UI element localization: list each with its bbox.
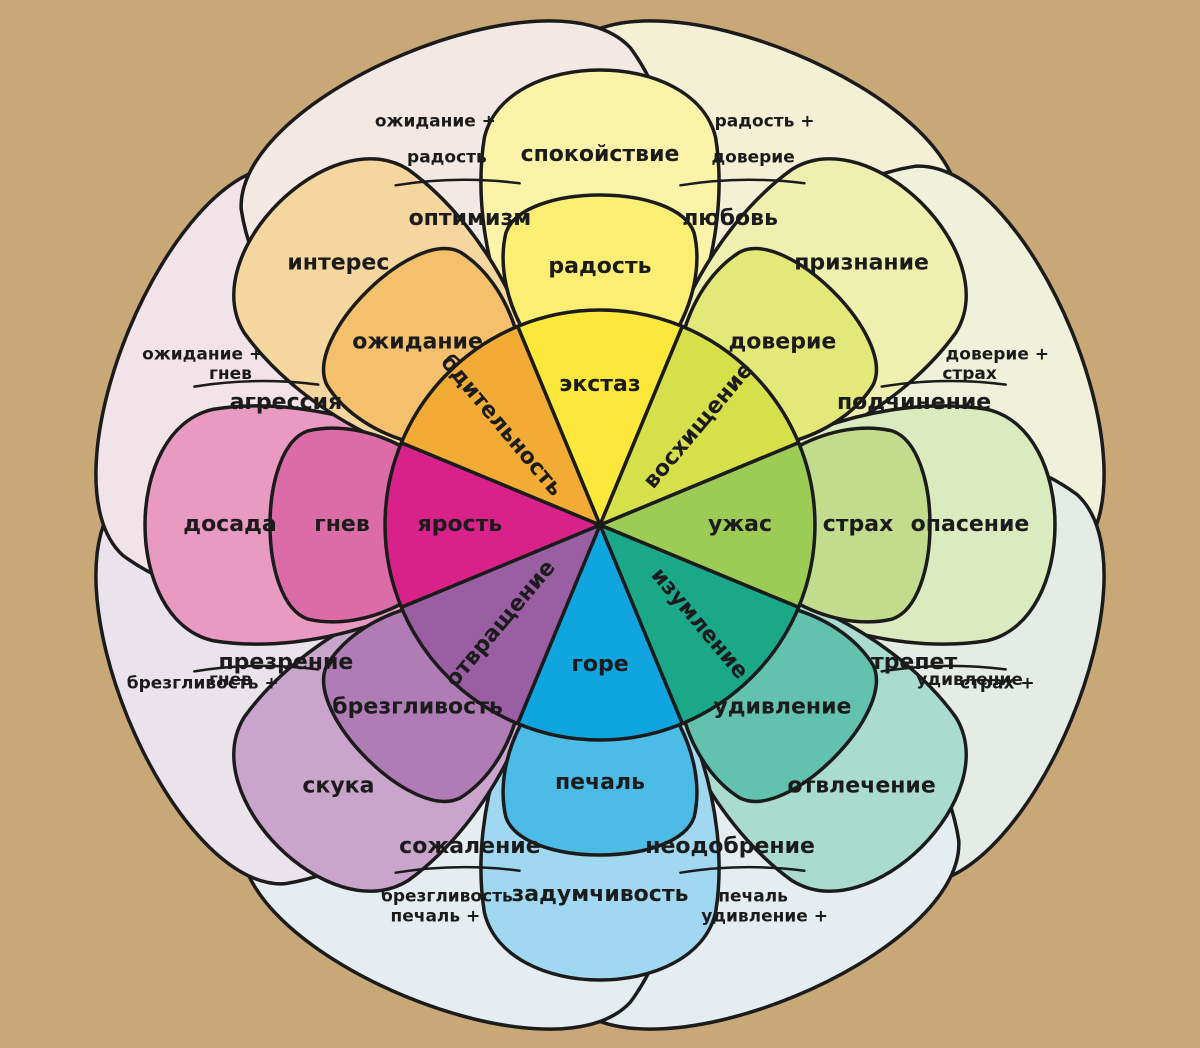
outer-label-acceptance: признание xyxy=(794,250,929,275)
dyad-divider-aggression xyxy=(193,379,320,388)
core-sector-grief xyxy=(515,523,685,742)
outer-label-serenity: спокойствие xyxy=(521,142,680,167)
dyad-formula-1-love: радость + xyxy=(715,112,815,132)
outer-label-apprehension: опасение xyxy=(911,512,1030,537)
core-layer xyxy=(383,308,817,742)
middle-label-surprise: удивление xyxy=(713,694,851,719)
dyad-divider-disapproval xyxy=(679,865,806,874)
core-sector-ecstasy xyxy=(515,308,685,527)
core-sector-vigilance xyxy=(399,324,602,527)
dyad-result-awe: трепет xyxy=(871,650,958,675)
core-sector-terror xyxy=(598,440,817,610)
dyad-result-remorse: сожаление xyxy=(399,834,540,859)
core-sector-rage xyxy=(383,440,602,610)
core-label-rage: ярость xyxy=(418,512,503,537)
middle-label-joy: радость xyxy=(548,254,651,279)
dyad-divider-awe xyxy=(880,664,1007,673)
dyad-formula-1-awe: страх + xyxy=(960,674,1035,694)
dyad-result-love: любовь xyxy=(682,206,778,231)
dyad-result-disapproval: неодобрение xyxy=(645,834,815,859)
middle-label-disgust: брезгливость xyxy=(332,694,503,719)
outer-label-annoyance: досада xyxy=(183,512,276,537)
dyad-formula-2-contempt: гнев xyxy=(209,670,252,690)
middle-label-fear: страх xyxy=(823,512,894,537)
dyad-divider-remorse xyxy=(394,865,521,874)
dyad-formula-2-awe: удивление xyxy=(916,670,1023,690)
dyad-formula-1-aggression: ожидание + xyxy=(142,344,263,364)
core-sector-loathing xyxy=(399,523,602,726)
dyad-formula-1-disapproval: удивление + xyxy=(701,906,828,926)
core-label-grief: горе xyxy=(571,652,628,677)
dyad-formula-2-disapproval: печаль xyxy=(718,887,788,907)
dyad-formula-1-optimism: ожидание + xyxy=(375,112,496,132)
outer-label-boredom: скука xyxy=(302,774,374,799)
middle-label-sadness: печаль xyxy=(555,770,645,795)
outer-label-distraction: отвлечение xyxy=(787,774,935,799)
dyad-result-optimism: оптимизм xyxy=(409,206,532,231)
dyad-divider-contempt xyxy=(193,664,320,673)
dyad-result-submission: подчинение xyxy=(837,390,991,415)
middle-label-anger: гнев xyxy=(314,512,370,537)
dyad-formula-1-contempt: брезгливость + xyxy=(127,674,279,694)
dyad-result-contempt: презрение xyxy=(218,650,353,675)
dyad-formula-2-remorse: брезгливость xyxy=(381,887,513,907)
dyad-divider-optimism xyxy=(394,178,521,187)
dyad-formula-1-remorse: печаль + xyxy=(391,906,481,926)
middle-label-trust: доверие xyxy=(728,330,836,355)
dyad-formula-2-optimism: радость xyxy=(407,147,487,167)
dyad-divider-submission xyxy=(880,379,1007,388)
dyad-formula-2-love: доверие xyxy=(711,147,794,167)
dyad-divider-love xyxy=(679,178,806,187)
outer-label-pensiveness: задумчивость xyxy=(512,882,689,907)
core-sector-admiration xyxy=(598,324,801,527)
middle-label-anticipation: ожидание xyxy=(352,330,483,355)
core-label-terror: ужас xyxy=(708,512,772,537)
dyad-formula-2-submission: страх xyxy=(942,364,997,384)
outer-label-interest: интерес xyxy=(287,250,389,275)
dyad-result-aggression: агрессия xyxy=(230,390,343,415)
core-sector-amazement xyxy=(598,523,801,726)
dyad-formula-1-submission: доверие + xyxy=(946,344,1049,364)
core-label-ecstasy: экстаз xyxy=(559,372,640,397)
dyad-formula-2-aggression: гнев xyxy=(209,364,252,384)
